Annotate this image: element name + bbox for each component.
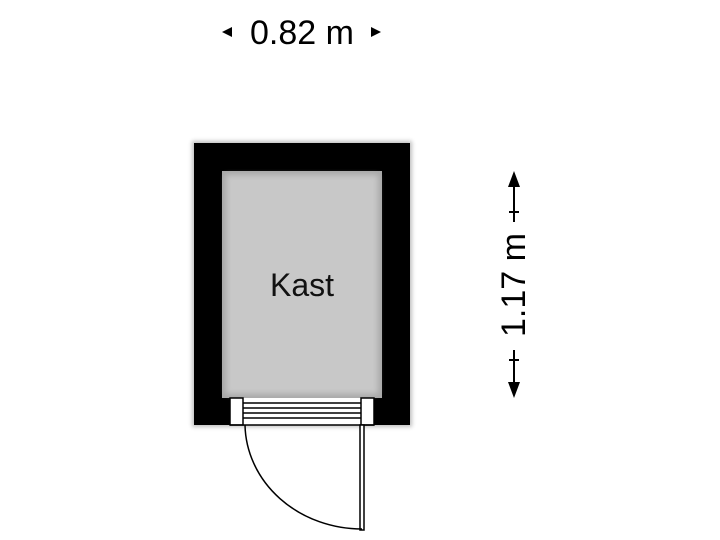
door-leaf: [359, 424, 365, 531]
door: [229, 397, 375, 531]
down-arrow-icon: [508, 382, 520, 398]
door-frame-left: [229, 397, 244, 426]
door-opening: [230, 398, 374, 425]
room: Kast: [192, 141, 412, 427]
floor-area: [226, 175, 378, 394]
height-dimension-label: 1.17 m: [495, 233, 533, 337]
up-arrow-icon: [508, 171, 520, 187]
right-arrow-icon: [371, 27, 381, 37]
height-dimension: 1.17 m: [495, 171, 533, 398]
width-dimension: 0.82 m: [222, 14, 381, 52]
door-frame-right: [360, 397, 375, 426]
left-arrow-icon: [222, 27, 232, 37]
room-label: Kast: [270, 267, 334, 303]
width-dimension-label: 0.82 m: [250, 14, 354, 52]
door-swing-arc: [244, 424, 363, 530]
